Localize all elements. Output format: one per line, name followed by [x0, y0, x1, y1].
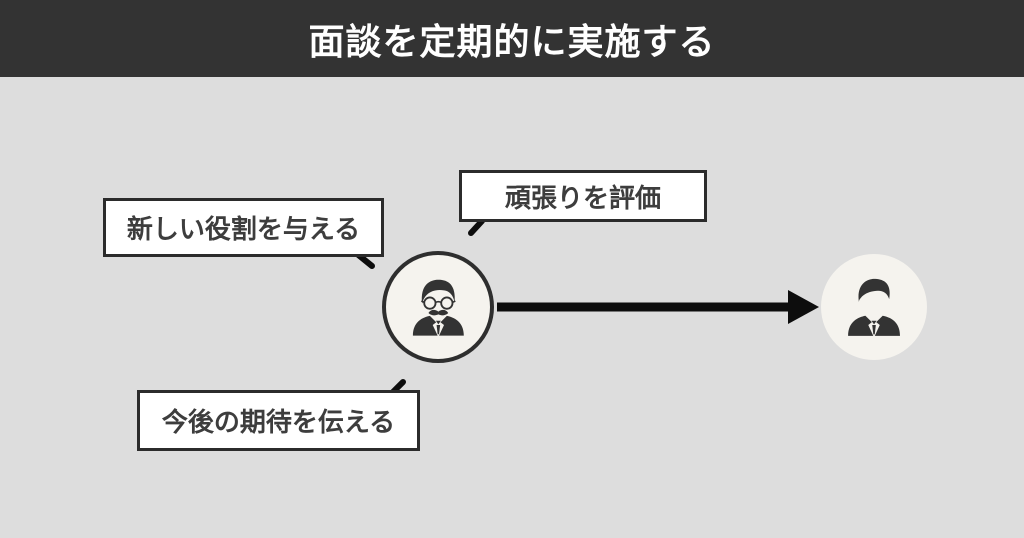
page-title: 面談を定期的に実施する	[308, 20, 716, 62]
speech-bubble-label: 頑張りを評価	[504, 182, 661, 213]
bubble-tail-evaluate	[468, 218, 485, 236]
speech-bubble-new-role: 新しい役割を与える	[103, 198, 384, 257]
speech-bubble-expectations: 今後の期待を伝える	[137, 390, 420, 451]
avatar-employee	[821, 254, 927, 360]
employee-icon	[848, 278, 900, 336]
title-bar: 面談を定期的に実施する	[0, 0, 1024, 77]
arrow-manager-to-employee	[497, 290, 819, 324]
speech-bubble-label: 新しい役割を与える	[126, 214, 361, 244]
avatar-manager	[382, 251, 494, 363]
manager-icon	[412, 279, 464, 336]
arrow-head-icon	[788, 290, 819, 324]
diagram-canvas: 頑張りを評価 新しい役割を与える 今後の期待を伝える	[0, 77, 1024, 538]
speech-bubble-evaluate: 頑張りを評価	[459, 170, 707, 222]
speech-bubble-label: 今後の期待を伝える	[161, 407, 396, 437]
